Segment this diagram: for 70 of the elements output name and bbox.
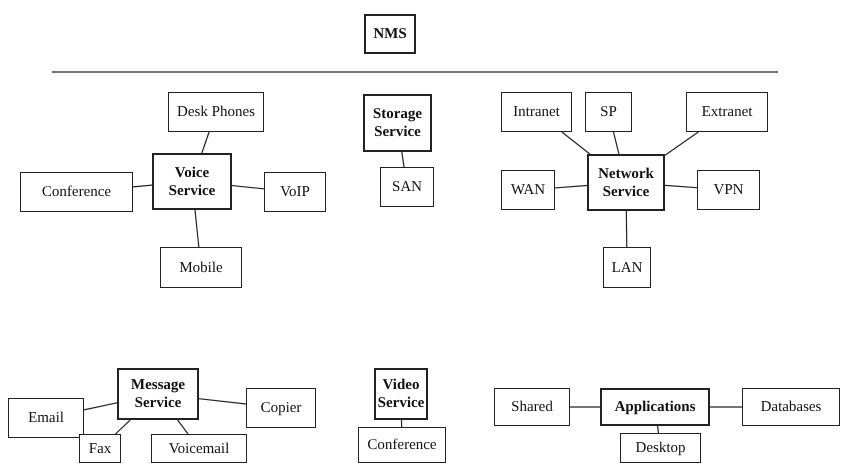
item-box <box>494 388 570 426</box>
item-box <box>20 172 133 212</box>
item-box <box>264 172 326 212</box>
connector-line <box>626 211 628 247</box>
node-label: Voice Service <box>168 164 216 200</box>
connector-line <box>562 132 590 154</box>
item-box <box>168 92 264 132</box>
node-label: Email <box>28 409 64 427</box>
node-label: WAN <box>510 181 546 199</box>
item-box <box>79 434 121 463</box>
item-box <box>380 167 434 207</box>
node-label: Intranet <box>513 103 560 121</box>
node-label: LAN <box>612 258 642 276</box>
node-label: Video Service <box>376 376 426 412</box>
connector-line <box>612 132 620 154</box>
item-box <box>501 92 572 132</box>
item-box <box>246 388 316 428</box>
item-box <box>686 92 768 132</box>
connector-line <box>664 132 699 156</box>
service-box <box>117 368 199 420</box>
node-label: Mobile <box>179 258 223 276</box>
node-label: Applications <box>614 398 696 416</box>
node-label: Desk Phones <box>177 103 255 121</box>
service-box <box>374 368 428 420</box>
service-box <box>587 154 665 211</box>
connector-line <box>401 152 405 168</box>
item-box <box>603 247 651 288</box>
node-label: Storage Service <box>372 105 424 141</box>
node-label: SAN <box>392 178 422 196</box>
node-label: NMS <box>373 25 407 43</box>
connector-line <box>194 210 200 248</box>
connector-line <box>177 420 189 434</box>
node-label: Databases <box>760 398 822 416</box>
connector-line <box>664 184 698 188</box>
node-label: Conference <box>42 183 112 201</box>
connector-line <box>132 184 152 188</box>
item-box <box>358 427 446 463</box>
node-label: Network Service <box>597 164 655 200</box>
node-label: Shared <box>511 398 553 416</box>
node-label: VPN <box>713 181 744 199</box>
connector-line <box>656 426 660 434</box>
connector-line <box>710 406 742 408</box>
item-box <box>501 170 555 210</box>
node-label: Copier <box>260 399 302 417</box>
connector-line <box>232 184 264 190</box>
connector-line <box>198 398 246 405</box>
node-label: SP <box>600 103 617 121</box>
item-box <box>8 398 84 438</box>
connector-line <box>84 402 118 410</box>
service-box <box>600 388 710 426</box>
node-label: VoIP <box>280 183 310 201</box>
node-label: Voicemail <box>168 440 230 458</box>
node-label: Extranet <box>702 103 752 121</box>
item-box <box>697 170 760 210</box>
connector-line <box>570 406 600 408</box>
node-label: Desktop <box>636 439 686 457</box>
service-box <box>364 14 416 54</box>
connector-line <box>115 420 131 434</box>
node-label: Message Service <box>130 376 186 412</box>
item-box <box>151 434 247 463</box>
node-label: Conference <box>367 436 437 454</box>
item-box <box>160 247 242 288</box>
service-box <box>363 94 432 152</box>
connector-line <box>201 132 210 154</box>
service-box <box>152 153 232 210</box>
connector-line <box>554 184 588 189</box>
node-label: Fax <box>88 440 112 458</box>
item-box <box>742 388 840 426</box>
item-box <box>585 92 632 132</box>
item-box <box>620 433 701 463</box>
